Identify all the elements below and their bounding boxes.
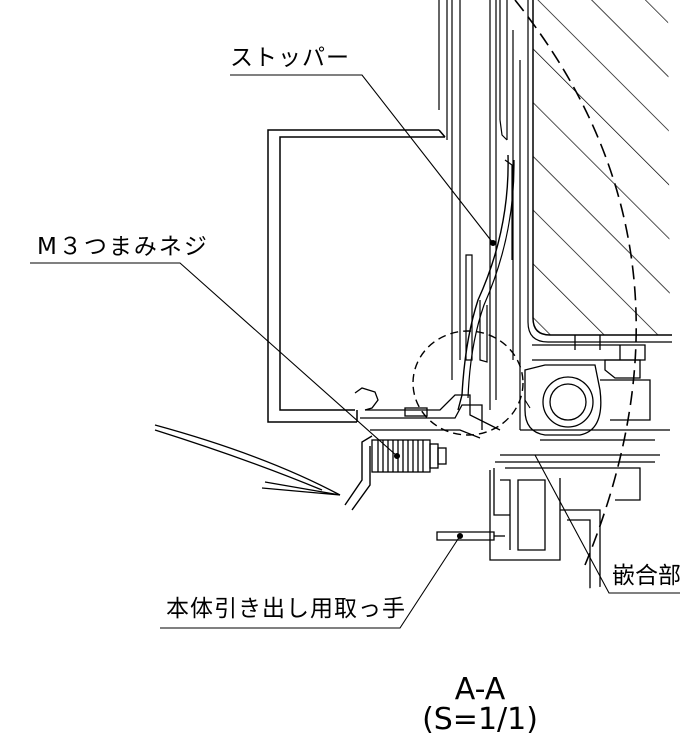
section-title: A-A	[454, 672, 506, 707]
stopper-spring	[457, 154, 509, 411]
fit-detail-circle	[412, 330, 524, 436]
drawer-pull-handle	[436, 468, 510, 541]
label-handle: 本体引き出し用取っ手	[166, 596, 406, 622]
main-body-section	[527, 0, 672, 343]
handle-bracket	[267, 129, 446, 423]
hinge-roller	[489, 335, 670, 590]
panel-walls	[438, 0, 521, 430]
leader-lines	[30, 74, 680, 629]
thumb-screw	[370, 429, 481, 473]
pull-tab	[344, 435, 373, 511]
scale-note: (S=1/1)	[422, 702, 538, 737]
pull-direction-arrow	[154, 424, 341, 496]
label-stopper: ストッパー	[230, 45, 350, 71]
label-thumb-screw: M３つまみネジ	[37, 234, 209, 260]
label-fitting: 嵌合部	[612, 563, 681, 589]
clip-detail	[354, 387, 501, 431]
